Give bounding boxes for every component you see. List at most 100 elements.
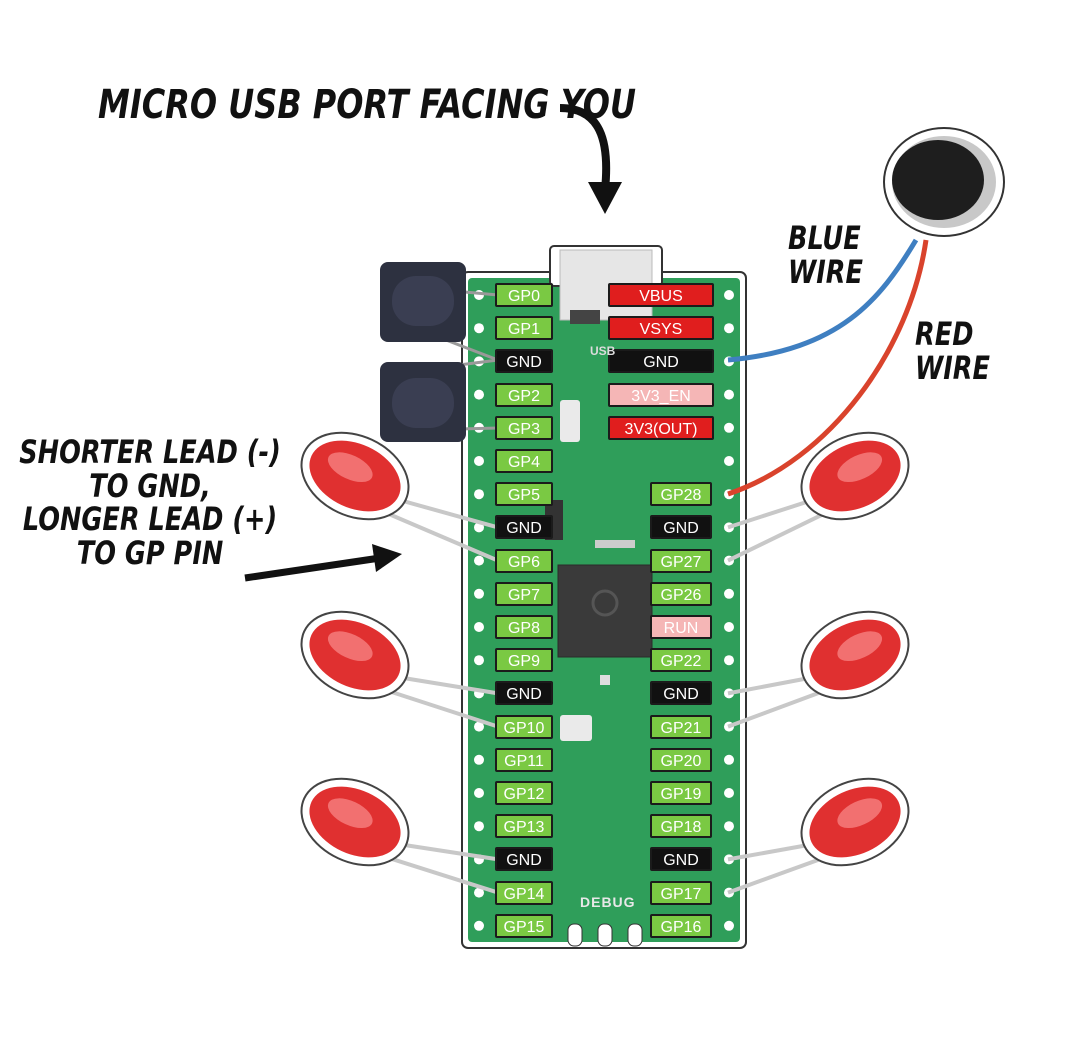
usb-arrow (559, 104, 611, 191)
usb-label: USB (590, 344, 616, 358)
right-pin-gp28: GP28 (650, 482, 712, 507)
right-pin-gp21: GP21 (650, 714, 712, 739)
pad-left (474, 522, 484, 533)
pad-left (474, 788, 484, 798)
callout-blue-wire: BLUE WIRE (788, 219, 863, 291)
callout-led-leads: SHORTER LEAD (-) TO GND, LONGER LEAD (+)… (18, 433, 282, 572)
pad-left (474, 622, 484, 632)
right-pin-gp17: GP17 (650, 880, 712, 905)
right-pin-gp20: GP20 (650, 747, 712, 772)
callout-blue-line-1: BLUE (788, 219, 861, 257)
pad-right (724, 588, 734, 599)
left-pin-gnd: GND (495, 515, 553, 540)
led-arrow (244, 554, 381, 582)
led-right-2 (727, 610, 910, 729)
pad-right (724, 788, 734, 798)
left-pin-gnd: GND (495, 681, 553, 706)
raspberry-logo (591, 589, 619, 617)
left-pin-gp15: GP15 (495, 913, 553, 938)
blue-wire (727, 238, 919, 363)
left-pin-gp14: GP14 (495, 880, 553, 905)
callout-blue-line-2: WIRE (788, 252, 863, 291)
pad-right (724, 622, 734, 632)
right-pin-gp18: GP18 (650, 814, 712, 839)
pad-left (474, 721, 484, 732)
pad-left (474, 655, 484, 666)
left-pin-gp0: GP0 (495, 283, 553, 307)
pad-right (724, 920, 734, 931)
pad-right (724, 389, 734, 400)
led-right-3 (727, 777, 910, 895)
board-part (560, 400, 580, 442)
left-pin-gp2: GP2 (495, 382, 553, 407)
board-part (600, 675, 610, 685)
callout-red-wire: RED WIRE (915, 315, 990, 387)
debug-label: DEBUG (580, 894, 636, 910)
pad-left (474, 489, 484, 500)
board-part (560, 715, 592, 741)
right-pin-vbus: VBUS (608, 283, 714, 307)
left-pin-gp3: GP3 (495, 415, 553, 440)
pad-right (724, 323, 734, 334)
pad-right (724, 422, 734, 433)
right-pin-gnd: GND (608, 349, 714, 374)
pad-left (474, 389, 484, 400)
right-pin-gp22: GP22 (650, 648, 712, 673)
left-pin-gp4: GP4 (495, 449, 553, 473)
left-pin-gp13: GP13 (495, 814, 553, 839)
callout-led-line-2: TO GND, (89, 466, 211, 505)
right-pin-gnd: GND (650, 847, 712, 872)
pad-right (724, 655, 734, 666)
rp2040-chip (557, 564, 653, 658)
left-pin-gp7: GP7 (495, 581, 553, 606)
callout-usb-port: MICRO USB PORT FACING YOU (98, 82, 636, 128)
right-pin-3v3-en: 3V3_EN (608, 382, 714, 407)
right-pin-3v3-out-: 3V3(OUT) (608, 415, 714, 440)
left-pin-gnd: GND (495, 847, 553, 872)
right-pin-gp26: GP26 (650, 581, 712, 606)
led-left-2 (300, 610, 499, 729)
pad-left (474, 920, 484, 931)
right-pin-gp19: GP19 (650, 781, 712, 805)
board-part (595, 540, 635, 548)
usb-port-gap (570, 310, 600, 324)
pad-left (474, 555, 484, 566)
usb-arrow-head (588, 182, 622, 214)
callout-led-line-1: SHORTER LEAD (-) (19, 433, 281, 471)
push-button-1 (380, 262, 499, 362)
pad-left (474, 887, 484, 898)
right-pin-gnd: GND (650, 515, 712, 540)
pad-left (474, 588, 484, 599)
left-pin-gp12: GP12 (495, 781, 553, 805)
vibration-motor (883, 127, 1005, 237)
right-pin-vsys: VSYS (608, 316, 714, 341)
callout-red-line-2: WIRE (915, 348, 990, 387)
left-pin-gp5: GP5 (495, 482, 553, 507)
pad-left (474, 323, 484, 334)
pad-right (724, 456, 734, 466)
left-pin-gp11: GP11 (495, 747, 553, 772)
pad-right (724, 290, 734, 300)
red-wire (727, 239, 929, 497)
led-right-1 (727, 431, 910, 563)
debug-pad (627, 923, 643, 947)
led-arrow-head (372, 544, 402, 572)
callout-red-line-1: RED (915, 315, 974, 353)
right-pin-gp27: GP27 (650, 548, 712, 573)
pad-left (474, 754, 484, 765)
left-pin-gp6: GP6 (495, 548, 553, 573)
led-left-1 (300, 431, 499, 563)
debug-pad (567, 923, 583, 947)
right-pin-gp16: GP16 (650, 913, 712, 938)
right-pin-run: RUN (650, 615, 712, 639)
pad-right (724, 754, 734, 765)
left-pin-gp9: GP9 (495, 648, 553, 673)
pad-left (474, 821, 484, 832)
led-left-3 (300, 777, 499, 895)
pad-right (724, 821, 734, 832)
left-pin-gp8: GP8 (495, 615, 553, 639)
callout-led-line-4: TO GP PIN (76, 533, 224, 572)
callout-led-line-3: LONGER LEAD (+) (22, 500, 278, 539)
left-pin-gp1: GP1 (495, 316, 553, 341)
